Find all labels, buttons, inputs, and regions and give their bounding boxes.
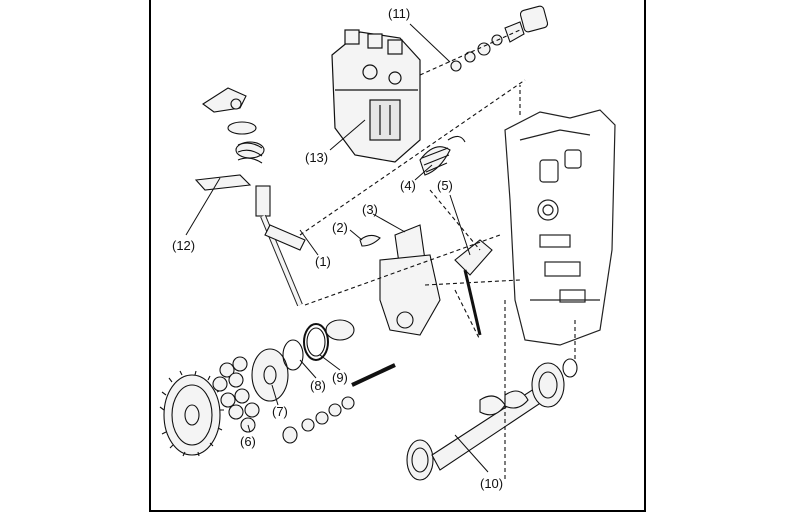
label-7: (7) <box>272 404 288 419</box>
label-5: (5) <box>437 178 453 193</box>
governor-levers <box>299 79 526 341</box>
diagram-frame <box>149 0 646 512</box>
injection-pump <box>331 29 421 163</box>
engine-block <box>504 85 616 346</box>
label-9: (9) <box>332 370 348 385</box>
delivery-valve-parts <box>419 5 549 76</box>
label-2: (2) <box>332 220 348 235</box>
label-6: (6) <box>240 434 256 449</box>
label-1: (1) <box>315 254 331 269</box>
label-12: (12) <box>172 238 195 253</box>
governor-assembly <box>194 87 306 307</box>
label-3: (3) <box>362 202 378 217</box>
callout-labels: (1) (2) (3) (4) (5) (6) (7) (8) (9) (10)… <box>172 6 503 491</box>
gear-train <box>159 319 396 457</box>
label-13: (13) <box>305 150 328 165</box>
label-8: (8) <box>310 378 326 393</box>
callout-leaders <box>185 23 489 473</box>
label-11: (11) <box>388 6 410 21</box>
camshaft <box>406 300 578 481</box>
label-4: (4) <box>400 178 416 193</box>
label-10: (10) <box>480 476 503 491</box>
